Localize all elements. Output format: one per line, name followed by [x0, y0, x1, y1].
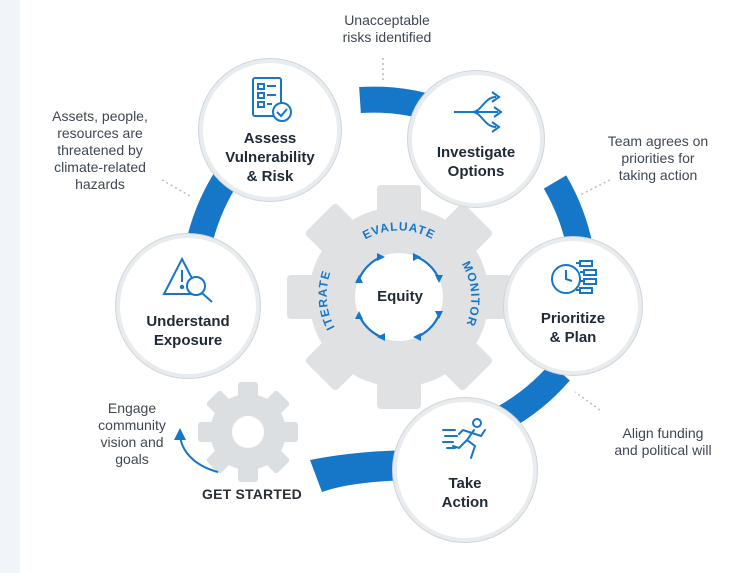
stage-understand-label: Understand Exposure — [146, 313, 230, 349]
note-team: Team agrees on priorities for taking act… — [607, 133, 709, 183]
cycle-diagram: EVALUATE MONITOR ITERATE — [161, 58, 611, 492]
stage-take-action-label: Take Action — [441, 475, 489, 511]
note-unacceptable: Unacceptable risks identified — [342, 12, 432, 45]
checklist-icon — [252, 77, 292, 122]
note-align: Align funding and political will — [614, 425, 712, 458]
center-gear: EVALUATE MONITOR ITERATE — [287, 185, 511, 409]
diagram-panel: EVALUATE MONITOR ITERATE Equity Unaccept… — [20, 0, 735, 573]
diverging-arrows-icon — [454, 91, 503, 133]
get-started-label: GET STARTED — [202, 486, 302, 502]
warning-magnifier-icon — [162, 256, 213, 303]
start-gear — [198, 382, 298, 482]
clock-tasks-icon — [551, 260, 597, 294]
stage-investigate: Investigate Options — [412, 75, 540, 203]
running-person-icon — [442, 418, 486, 459]
stage-assess: Assess Vulnerability & Risk — [203, 63, 337, 197]
stage-take-action: Take Action — [397, 402, 533, 538]
equity-label: Equity — [377, 288, 423, 305]
stage-prioritize-label: Prioritize & Plan — [540, 310, 606, 346]
stage-understand: Understand Exposure — [120, 238, 256, 374]
note-engage: Engage community vision and goals — [98, 400, 166, 467]
start-arrow-tail — [310, 450, 425, 492]
note-assets: Assets, people, resources are threatened… — [52, 108, 148, 192]
ring-segment-right — [543, 175, 593, 251]
connector-team — [579, 179, 611, 196]
engage-arrowhead — [174, 428, 186, 440]
stage-investigate-label: Investigate Options — [436, 144, 516, 180]
connector-align — [574, 391, 601, 411]
connector-assets — [161, 179, 191, 197]
stage-assess-label: Assess Vulnerability & Risk — [225, 130, 315, 185]
ring-segment-top — [359, 86, 429, 119]
stage-prioritize: Prioritize & Plan — [508, 241, 638, 371]
ring-segment-left — [185, 173, 237, 251]
